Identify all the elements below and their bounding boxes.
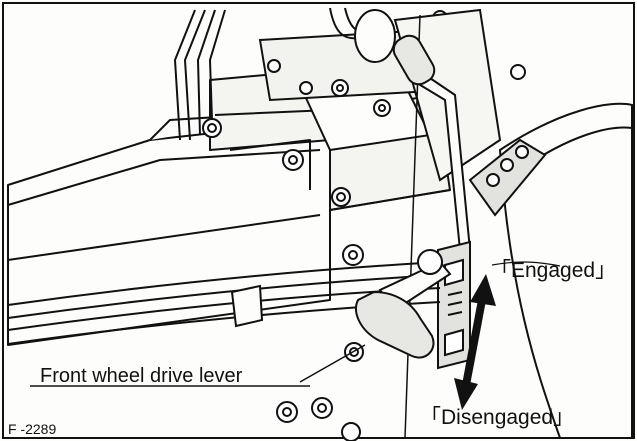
upper-pipes (173, 7, 396, 141)
figure-id: F -2289 (8, 421, 56, 437)
engaged-leader (491, 261, 561, 267)
bolts (202, 10, 526, 441)
engaged-label: 「Engaged」 (490, 259, 616, 282)
double-arrow-icon (454, 274, 496, 410)
lever-leader-line (299, 344, 366, 383)
lever-label: Front wheel drive lever (40, 365, 243, 387)
disengaged-label: 「Disengaged」 (420, 406, 574, 429)
speed-plate (468, 138, 547, 217)
front-wheel-drive-lever (355, 249, 452, 359)
